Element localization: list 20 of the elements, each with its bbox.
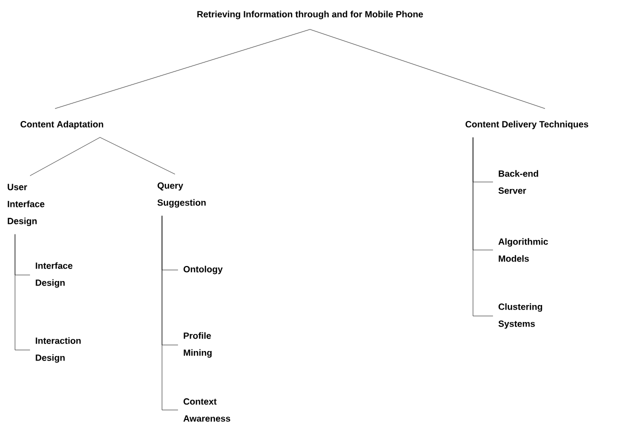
node-label: Context Awareness	[183, 398, 230, 422]
node-label: Query Suggestion	[157, 182, 206, 208]
node-label: Clustering Systems	[498, 303, 542, 329]
node-label: Content Delivery Techniques	[466, 120, 588, 130]
connector-line	[30, 137, 100, 176]
node-label: Interaction Design	[36, 337, 81, 363]
node-label: Algorithmic Models	[498, 238, 548, 262]
node-label: Profile Mining	[184, 332, 212, 358]
connector-line	[14, 234, 30, 350]
connector-line	[54, 29, 310, 109]
node-label: Retrieving Information through and for Mobile Phone	[197, 10, 423, 20]
node-label: Interface Design	[36, 262, 72, 288]
node-label: Content Adaptation	[20, 120, 104, 130]
connector-line	[472, 137, 494, 316]
node-label: Back-end Server	[498, 170, 538, 194]
node-label: User Interface Design	[8, 184, 44, 226]
connector-line	[100, 137, 176, 174]
node-label: Ontology	[184, 266, 223, 274]
connector-line	[310, 29, 546, 109]
connector-line	[162, 216, 178, 410]
